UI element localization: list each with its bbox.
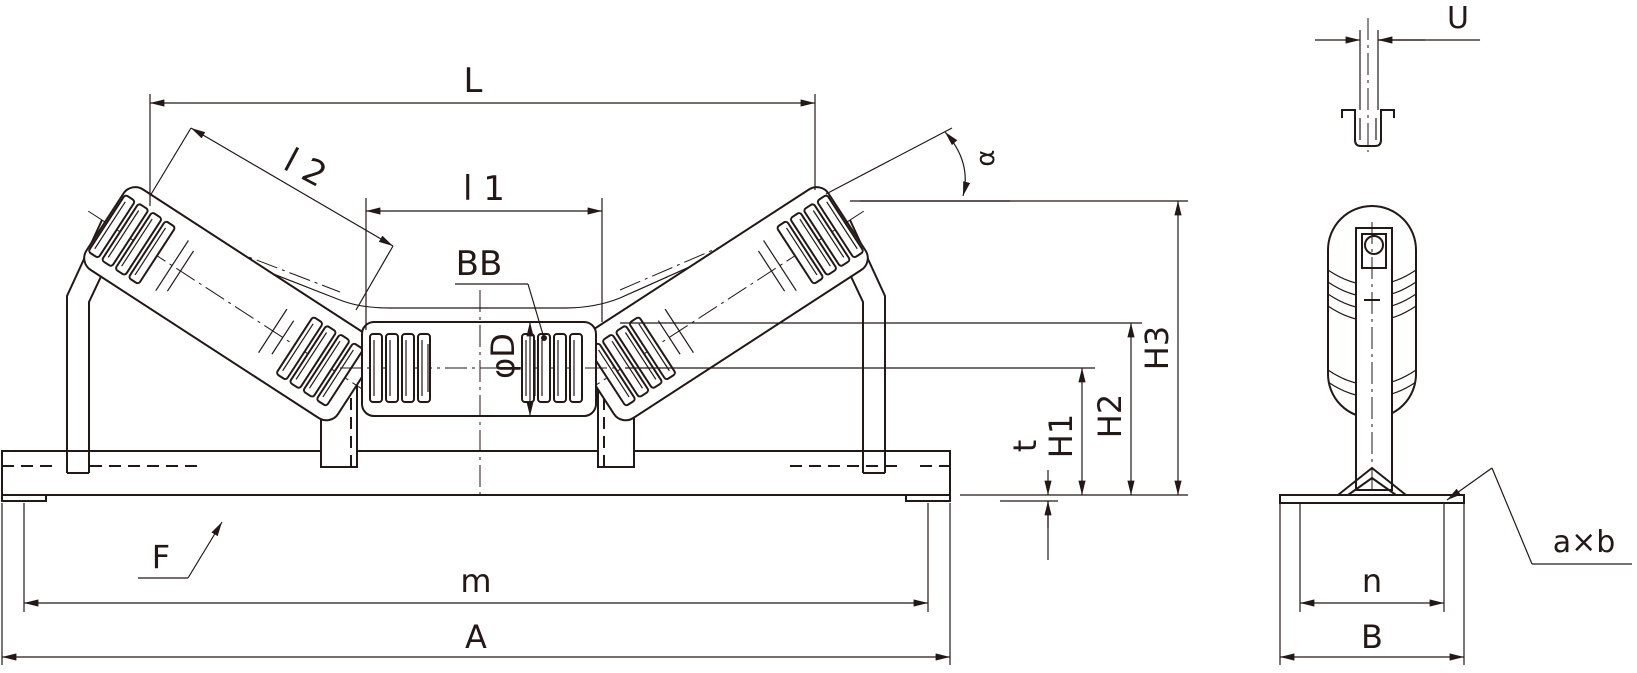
- front-view: L l 2 l 1 BB φD: [1, 61, 1188, 665]
- dim-alpha: α: [825, 127, 1010, 202]
- dim-phiD: φD: [484, 322, 534, 416]
- roller-left: [83, 186, 379, 422]
- label-H2: H2: [1091, 394, 1129, 438]
- label-BB: BB: [456, 244, 503, 284]
- label-A: A: [465, 618, 487, 656]
- callout-F: F: [138, 521, 223, 579]
- dim-n: n: [1299, 503, 1445, 612]
- base-plate: [1, 450, 951, 502]
- slot-detail-U: U: [1315, 1, 1480, 152]
- dim-H: H1 H2 H3: [620, 200, 1188, 502]
- dim-t: t: [1006, 440, 1052, 560]
- label-H3: H3: [1138, 326, 1176, 370]
- label-alpha: α: [971, 149, 1001, 166]
- label-l2: l 2: [277, 141, 333, 196]
- belt-line: [129, 212, 811, 309]
- label-t: t: [1006, 440, 1044, 453]
- dim-l1: l 1: [365, 169, 603, 330]
- side-bracket: [1279, 466, 1465, 504]
- dim-A: A: [1, 503, 951, 665]
- label-L: L: [464, 61, 483, 101]
- label-n: n: [1362, 562, 1382, 600]
- label-phiD: φD: [484, 333, 522, 379]
- dim-B: B: [1279, 503, 1465, 665]
- label-axb: a×b: [1553, 525, 1616, 560]
- label-U: U: [1447, 1, 1469, 36]
- callout-BB: BB: [455, 244, 547, 341]
- callout-axb: a×b: [1446, 467, 1632, 565]
- side-view: U: [1279, 1, 1632, 665]
- dim-m: m: [23, 503, 929, 612]
- label-m: m: [460, 562, 491, 600]
- label-F: F: [152, 538, 170, 576]
- label-B: B: [1361, 618, 1383, 656]
- side-roller: [1327, 205, 1417, 500]
- dim-L: L: [149, 61, 816, 206]
- roller-center: [340, 290, 620, 500]
- label-l1: l 1: [463, 169, 505, 209]
- label-H1: H1: [1042, 414, 1080, 458]
